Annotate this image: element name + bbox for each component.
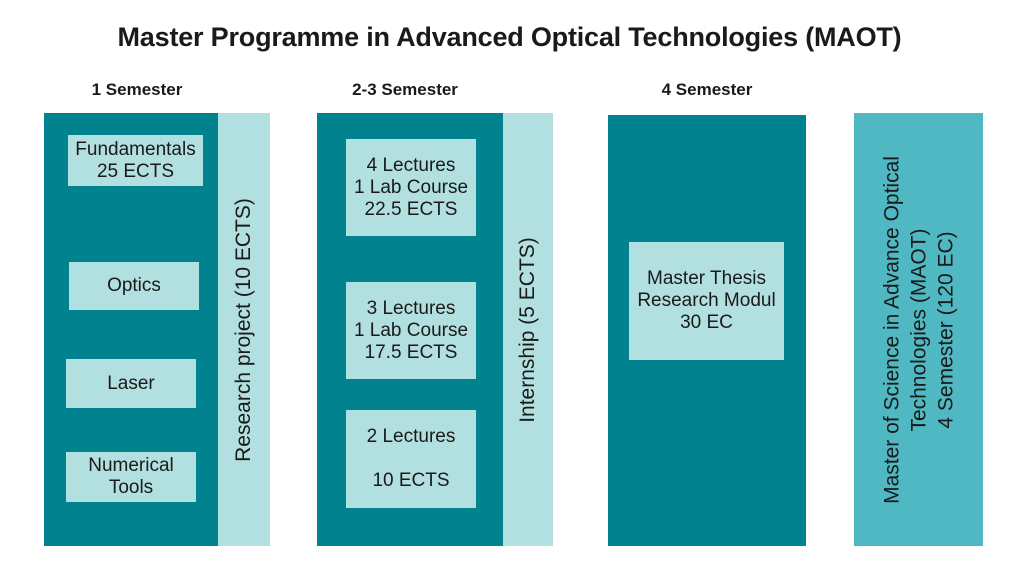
module-line: Master Thesis	[647, 268, 766, 289]
module-lectures-22-5: 4 Lectures 1 Lab Course 22.5 ECTS	[346, 139, 476, 236]
module-laser: Laser	[66, 359, 196, 408]
internship-strip: Internship (5 ECTS)	[503, 113, 553, 546]
degree-line: 4 Semester (120 EC)	[934, 230, 957, 429]
module-numerical-tools: Numerical Tools	[66, 452, 196, 502]
module-line: 1 Lab Course	[353, 319, 469, 341]
degree-line: Master of Science in Advance Optical	[880, 155, 903, 504]
module-line: Tools	[108, 477, 154, 498]
semester-4-header: 4 Semester	[661, 80, 753, 99]
module-optics: Optics	[69, 262, 199, 310]
module-lectures-17-5: 3 Lectures 1 Lab Course 17.5 ECTS	[346, 282, 476, 379]
degree-label: Master of Science in Advance Optical Tec…	[878, 156, 959, 504]
module-line: 22.5 ECTS	[364, 198, 458, 220]
degree-panel: Master of Science in Advance Optical Tec…	[854, 113, 983, 546]
module-line: 4 Lectures	[366, 154, 456, 176]
module-line: Laser	[107, 372, 155, 394]
module-line: Fundamentals	[75, 138, 196, 160]
semester-2-3-header: 2-3 Semester	[352, 80, 458, 99]
module-line: 17.5 ECTS	[364, 341, 458, 363]
degree-line: Technologies (MAOT)	[907, 227, 930, 432]
module-line: 30 EC	[680, 312, 733, 333]
research-project-strip: Research project (10 ECTS)	[218, 113, 270, 546]
module-line: 1 Lab Course	[353, 176, 469, 198]
module-fundamentals: Fundamentals 25 ECTS	[68, 135, 203, 186]
module-line: Research Modul	[637, 290, 776, 311]
module-master-thesis: Master Thesis Research Modul 30 EC	[629, 242, 784, 360]
internship-label: Internship (5 ECTS)	[516, 236, 539, 423]
module-line: Numerical	[88, 455, 174, 476]
diagram-title: Master Programme in Advanced Optical Tec…	[117, 22, 902, 52]
semester-1-header: 1 Semester	[91, 80, 183, 99]
module-line: Optics	[107, 275, 161, 296]
module-line: 10 ECTS	[372, 470, 450, 491]
research-project-label: Research project (10 ECTS)	[232, 197, 255, 462]
module-line: 25 ECTS	[96, 160, 175, 182]
module-line: 2 Lectures	[366, 426, 456, 447]
module-line: 3 Lectures	[366, 297, 456, 319]
module-lectures-10: 2 Lectures 10 ECTS	[346, 410, 476, 508]
